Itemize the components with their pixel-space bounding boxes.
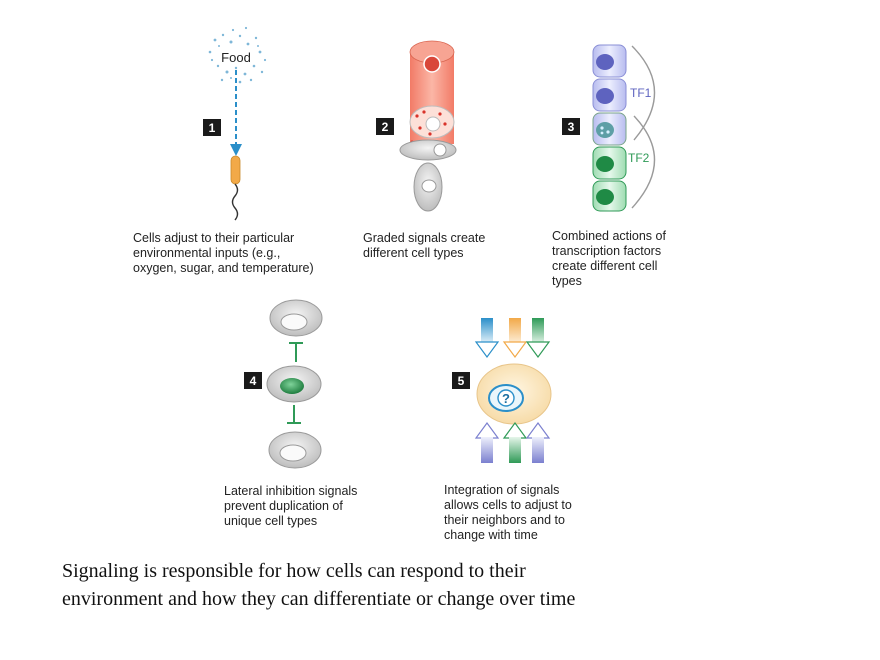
tf1-label: TF1 (630, 86, 652, 100)
panel-5: ? 5 (452, 318, 552, 463)
question-mark-icon: ? (502, 391, 510, 406)
food-label: Food (221, 50, 251, 65)
svg-text:5: 5 (458, 374, 465, 388)
middle-cell (399, 139, 457, 161)
incoming-arrow-green (525, 318, 551, 359)
svg-text:1: 1 (209, 121, 216, 135)
badge-4: 4 (244, 372, 262, 389)
svg-text:3: 3 (568, 120, 575, 134)
cell-signaling-figure: Food 1 2 (203, 26, 656, 469)
cell-flagellum (231, 183, 239, 221)
outgoing-arrow-purple-left (474, 421, 500, 463)
panel-5-caption: Integration of signals allows cells to a… (444, 483, 572, 542)
outgoing-arrow-green (502, 421, 528, 463)
panel-3-caption: Combined actions of transcription factor… (552, 229, 666, 288)
source-nucleus (423, 55, 441, 73)
panel-1: Food 1 (203, 26, 267, 221)
tf2-label: TF2 (628, 151, 650, 165)
badge-1: 1 (203, 119, 221, 136)
single-cell (230, 155, 241, 185)
incoming-arrow-orange (502, 318, 528, 359)
badge-5: 5 (452, 372, 470, 389)
slide-caption: Signaling is responsible for how cells c… (62, 557, 862, 613)
svg-text:2: 2 (382, 120, 389, 134)
panel-4-caption: Lateral inhibition signals prevent dupli… (224, 484, 358, 528)
panel-4: 4 (244, 299, 323, 469)
panel-1-caption: Cells adjust to their particular environ… (133, 231, 314, 275)
panel-3: TF1 TF2 3 (562, 44, 656, 212)
outgoing-arrow-purple-right (525, 421, 551, 463)
panel-2: 2 (376, 40, 457, 212)
caption-line-1: Signaling is responsible for how cells c… (62, 560, 526, 582)
caption-line-2: environment and how they can differentia… (62, 588, 576, 610)
panel-2-caption: Graded signals create different cell typ… (363, 231, 486, 260)
central-nucleus (280, 378, 304, 394)
food-cloud (208, 26, 267, 84)
tf2-gradient-arc (631, 115, 656, 209)
cell-stack (592, 44, 627, 212)
badge-2: 2 (376, 118, 394, 135)
svg-text:4: 4 (250, 374, 257, 388)
badge-3: 3 (562, 118, 580, 135)
incoming-arrow-blue (474, 318, 500, 359)
tf1-gradient-arc (631, 45, 656, 141)
